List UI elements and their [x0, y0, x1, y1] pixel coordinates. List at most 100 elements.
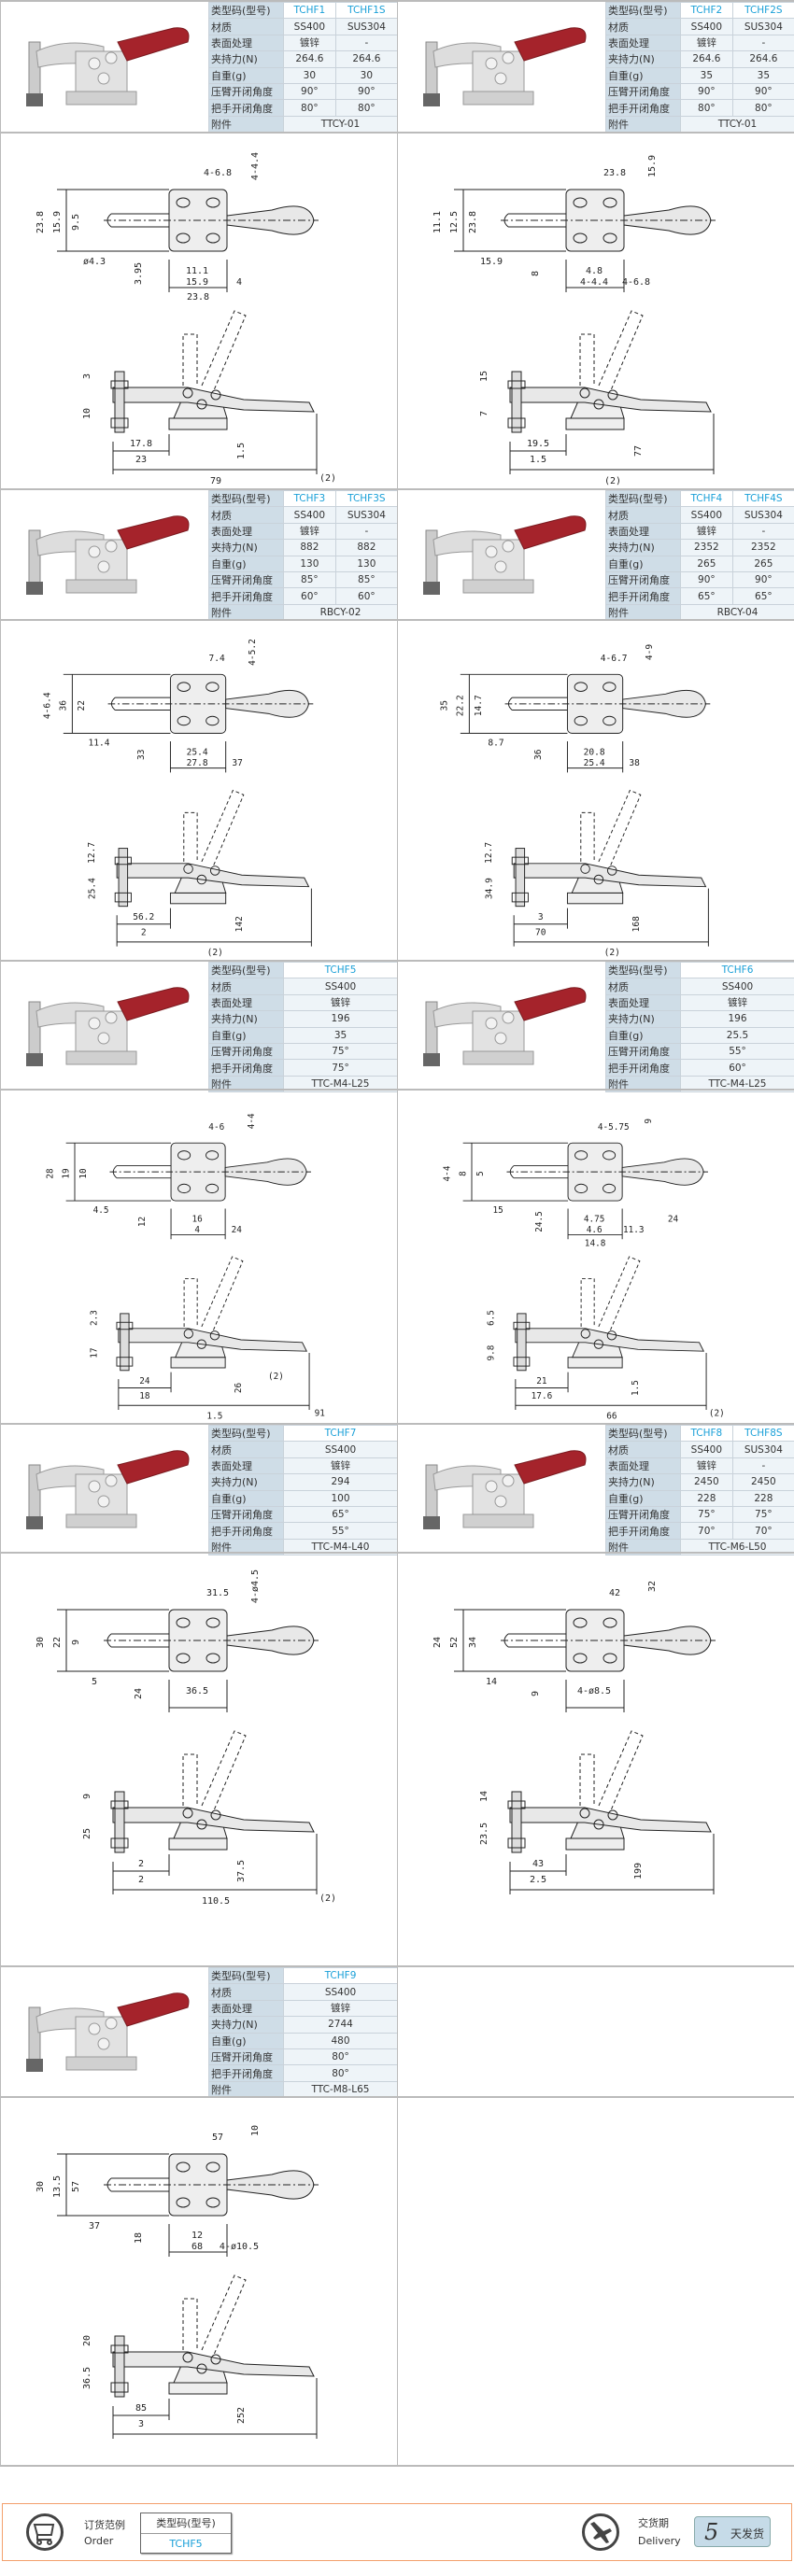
dimension-label: 24 [432, 1637, 443, 1648]
spec-value: 镀锌 [283, 1457, 398, 1475]
spec-value: 264.6 [334, 50, 399, 68]
spec-value: 264.6 [731, 50, 794, 68]
order-example-value: TCHF5 [141, 2533, 231, 2553]
table-row: 表面处理镀锌 [605, 993, 794, 1012]
spec-value: 70° [731, 1522, 794, 1540]
order-label-en: Order [84, 2535, 114, 2547]
table-row: 自重(g)25.5 [605, 1026, 794, 1044]
dimension-label: 37 [89, 2221, 100, 2231]
dimension-label: 22 [77, 700, 87, 711]
row-label: 夹持力(N) [208, 2016, 284, 2034]
side-view [110, 310, 318, 474]
spec-value: 80° [283, 2064, 398, 2082]
dimension-label: 4-5.2 [248, 639, 258, 666]
top-view [57, 189, 319, 292]
spec-value: 60° [680, 1059, 794, 1077]
spec-value: 80° [334, 99, 399, 117]
dimension-label: 23.8 [35, 211, 46, 233]
spec-value: 294 [283, 1473, 398, 1491]
row-label: 表面处理 [208, 1457, 284, 1475]
spec-value: 90° [731, 82, 794, 101]
dimension-label: 14 [479, 1791, 489, 1802]
dimension-label: 24.5 [534, 1211, 545, 1232]
delivery-days-suffix: 天发货 [730, 2527, 765, 2541]
dimension-label: 4-ø8.5 [577, 1686, 611, 1696]
dimension-label: 4-6.8 [204, 168, 232, 178]
dimension-label: 17 [89, 1347, 99, 1358]
row-label: 把手开闭角度 [605, 1059, 681, 1077]
dimension-label: 33 [136, 749, 147, 760]
dimension-label: 8.7 [488, 739, 503, 749]
dimension-label: 1.5 [206, 1411, 222, 1421]
table-row: 类型码(型号)TCHF9 [208, 1966, 398, 1985]
dimension-label: 4.8 [586, 266, 603, 276]
table-row: 类型码(型号)TCHF5 [208, 961, 398, 979]
delivery-days: 5 [704, 2519, 719, 2545]
dimension-label: 1.5 [236, 443, 247, 459]
table-row: 自重(g)35 [208, 1026, 398, 1044]
row-label: 自重(g) [605, 1489, 681, 1507]
spec-value: 2450 [731, 1473, 794, 1491]
attachment-value: RBCY-04 [680, 603, 794, 622]
dimension-label: 14 [486, 1677, 497, 1687]
row-label: 附件 [605, 115, 681, 134]
spec-value: SS400 [680, 18, 733, 35]
dimension-label: 3 [82, 373, 92, 379]
spec-value: 85° [334, 570, 399, 589]
dimension-label: 3 [138, 2419, 144, 2429]
delivery-label-cn: 交货期 [638, 2517, 669, 2529]
row-label: 把手开闭角度 [208, 587, 284, 605]
spec-value: 2352 [680, 539, 733, 556]
dimension-label: 4-5.75 [598, 1122, 630, 1133]
dimension-label: 4-4.4 [580, 277, 608, 288]
row-label: 材质 [605, 978, 681, 995]
spec-value: 480 [283, 2032, 398, 2049]
row-label: 压臂开闭角度 [208, 570, 284, 589]
dimension-label: 57 [71, 2181, 81, 2192]
dimension-label: 15.9 [480, 257, 503, 267]
model-code: TCHF5 [283, 961, 398, 979]
clamp-product-photo [26, 987, 190, 1066]
dimension-label: 70 [535, 927, 546, 937]
model-code: TCHF2 [680, 1, 733, 20]
row-label: 把手开闭角度 [208, 99, 284, 117]
dimension-label: 4-4.4 [250, 152, 261, 180]
row-label: 表面处理 [605, 1457, 681, 1475]
dimension-label: 35 [439, 700, 449, 711]
spec-value: 35 [283, 1026, 398, 1044]
clamp-product-photo [423, 515, 587, 595]
row-label: 类型码(型号) [605, 1424, 681, 1443]
dimension-label: 28 [46, 1168, 56, 1179]
dimension-label: 36.5 [82, 2367, 92, 2389]
row-label: 自重(g) [208, 555, 284, 572]
table-row: 夹持力(N)196 [208, 1010, 398, 1028]
spec-value: 90° [283, 82, 336, 101]
dimension-label: 1.5 [631, 1380, 641, 1396]
top-view [57, 2153, 319, 2257]
row-label: 夹持力(N) [605, 539, 681, 556]
dimension-label: 23.5 [479, 1823, 489, 1845]
model-code: TCHF3S [334, 489, 399, 508]
dimension-label: 26 [234, 1383, 244, 1394]
table-row: 夹持力(N)2744 [208, 2016, 398, 2034]
spec-value: 265 [680, 555, 733, 572]
clamp-product-photo [423, 27, 587, 106]
